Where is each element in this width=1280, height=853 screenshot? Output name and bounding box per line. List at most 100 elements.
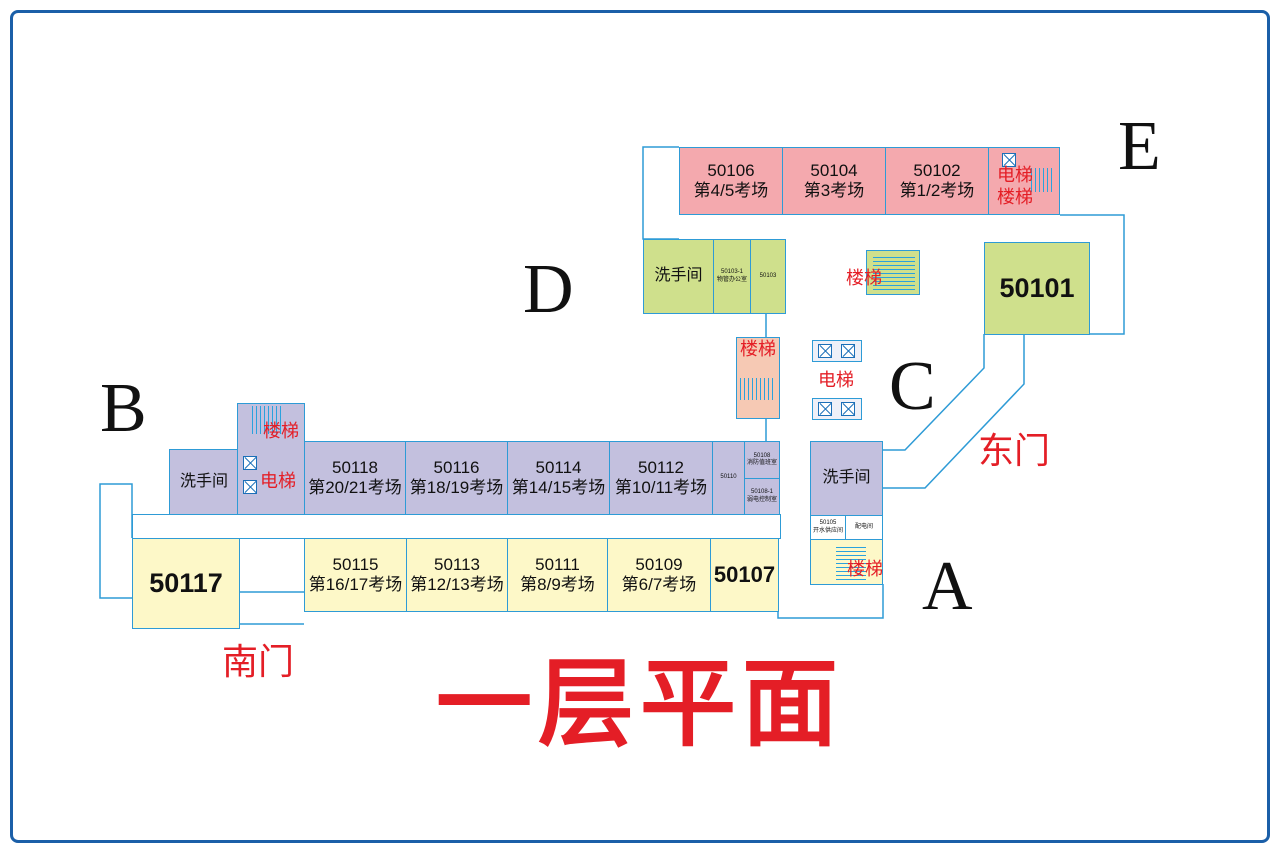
room-50103-1[interactable]: 50103-1 物管办公室 [713, 239, 751, 314]
elevator-central-bottom[interactable] [812, 398, 862, 420]
block-label-d: D [523, 251, 574, 328]
map-frame [10, 10, 1270, 843]
elevator-icon [1002, 153, 1016, 167]
room-50107[interactable]: 50107 [710, 538, 779, 612]
room-number: 50115 [332, 555, 379, 575]
room-purpose: 第12/13考场 [410, 575, 504, 594]
stairs-icon [873, 254, 915, 290]
room-purpose: 第20/21考场 [308, 478, 402, 497]
room-50118[interactable]: 50118 第20/21考场 [304, 441, 406, 515]
room-purpose: 第18/19考场 [409, 478, 504, 497]
room-50102[interactable]: 50102 第1/2考场 [885, 147, 989, 215]
block-b-core[interactable]: 楼梯 电梯 [237, 403, 305, 515]
room-50111[interactable]: 50111 第8/9考场 [507, 538, 608, 612]
elevator-icon [841, 344, 855, 358]
room-number: 50102 [913, 161, 961, 181]
room-50106[interactable]: 50106 第4/5考场 [679, 147, 783, 215]
room-50101[interactable]: 50101 [984, 242, 1090, 335]
room-50115[interactable]: 50115 第16/17考场 [304, 538, 407, 612]
room-50108[interactable]: 50108 消防值班室 [744, 441, 780, 479]
room-number: 50103-1 [720, 269, 744, 276]
elevator-label: 电梯 [997, 165, 1033, 185]
stairs-a-label: 楼梯 [847, 559, 883, 579]
room-number: 配电间 [854, 523, 873, 530]
block-label-a: A [922, 548, 973, 625]
south-gate-label: 南门 [222, 641, 295, 682]
room-purpose: 第4/5考场 [693, 181, 769, 200]
room-number: 50103 [759, 272, 777, 279]
room-50114[interactable]: 50114 第14/15考场 [507, 441, 610, 515]
washroom-label: 洗手间 [179, 472, 228, 490]
stairs-icon [252, 406, 282, 434]
washroom-b[interactable]: 洗手间 [169, 449, 239, 515]
stairs-label: 楼梯 [740, 339, 776, 359]
stairs-icon [1031, 168, 1053, 192]
room-number: 50110 [720, 474, 737, 481]
room-50109[interactable]: 50109 第6/7考场 [607, 538, 711, 612]
block-e-core[interactable]: 电梯 楼梯 [988, 147, 1060, 215]
room-power[interactable]: 配电间 [845, 515, 883, 540]
room-purpose: 消防值班室 [746, 460, 777, 466]
room-number: 50101 [999, 272, 1075, 303]
room-50103[interactable]: 50103 [750, 239, 786, 314]
stairs-d[interactable]: 楼梯 [736, 337, 780, 419]
stairs-icon [836, 544, 866, 580]
stairs-a[interactable] [810, 539, 883, 585]
elevator-label: 电梯 [260, 471, 296, 491]
room-number: 50104 [810, 161, 858, 181]
room-purpose: 弱电控制室 [746, 496, 777, 503]
room-purpose: 第8/9考场 [520, 575, 595, 594]
room-number: 50108-1 [750, 489, 774, 496]
room-purpose: 第1/2考场 [899, 181, 975, 200]
washroom-label: 洗手间 [822, 469, 871, 487]
stairs-central[interactable] [866, 250, 920, 295]
stairs-label: 楼梯 [997, 187, 1033, 207]
stairs-central-label: 楼梯 [846, 268, 882, 288]
room-purpose: 第3考场 [803, 181, 865, 200]
room-number: 50108 [753, 452, 771, 459]
room-number: 50109 [635, 555, 683, 575]
room-purpose: 第16/17考场 [308, 575, 403, 594]
room-50105[interactable]: 50105 开水供应间 [810, 515, 846, 540]
room-purpose: 第14/15考场 [511, 478, 606, 497]
room-purpose: 第6/7考场 [621, 575, 697, 594]
elevator-central-label: 电梯 [818, 370, 854, 390]
room-50117[interactable]: 50117 [132, 538, 240, 629]
room-50112[interactable]: 50112 第10/11考场 [609, 441, 713, 515]
washroom-d[interactable]: 洗手间 [643, 239, 714, 314]
room-number: 50114 [535, 458, 582, 478]
corridor-main [132, 514, 781, 539]
room-number: 50112 [637, 458, 684, 478]
room-50104[interactable]: 50104 第3考场 [782, 147, 886, 215]
room-number: 50116 [433, 458, 480, 478]
elevator-icon [818, 344, 832, 358]
east-gate-label: 东门 [978, 430, 1051, 471]
room-50108-1[interactable]: 50108-1 弱电控制室 [744, 478, 780, 515]
room-purpose: 物管办公室 [716, 276, 747, 283]
room-number: 50111 [535, 555, 580, 575]
room-number: 50118 [331, 458, 378, 478]
elevator-icon [243, 456, 257, 470]
room-number: 50105 [819, 520, 837, 527]
room-50113[interactable]: 50113 第12/13考场 [406, 538, 508, 612]
room-50116[interactable]: 50116 第18/19考场 [405, 441, 508, 515]
room-purpose: 开水供应间 [812, 527, 843, 534]
floor-title: 一层平面 [436, 651, 844, 758]
washroom-a[interactable]: 洗手间 [810, 441, 883, 516]
block-label-b: B [100, 370, 147, 447]
room-number: 50106 [707, 161, 755, 181]
room-50110[interactable]: 50110 [712, 441, 745, 515]
room-number: 50107 [713, 562, 776, 588]
stairs-icon [740, 378, 776, 400]
stairs-label: 楼梯 [263, 421, 299, 441]
block-label-e: E [1118, 108, 1161, 185]
elevator-central-top[interactable] [812, 340, 862, 362]
room-purpose: 第10/11考场 [614, 478, 708, 497]
room-number: 50117 [149, 567, 223, 598]
elevator-icon [841, 402, 855, 416]
elevator-icon [818, 402, 832, 416]
room-number: 50113 [433, 555, 480, 575]
washroom-label: 洗手间 [654, 267, 703, 285]
elevator-icon [243, 480, 257, 494]
block-label-c: C [889, 348, 936, 425]
